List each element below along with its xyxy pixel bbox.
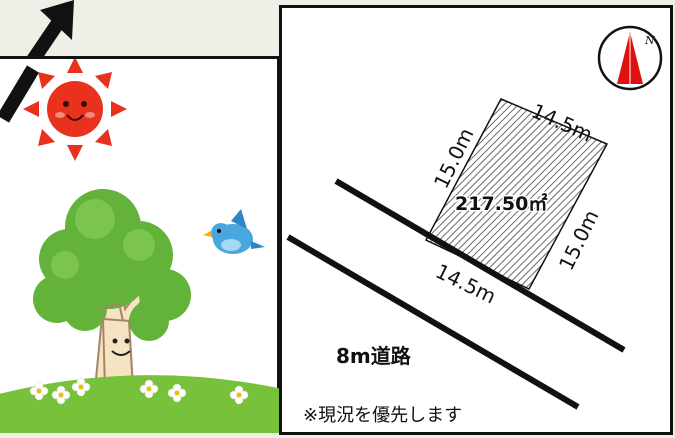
arrow-icon [0,65,40,123]
note-label: ※現況を優先します [303,405,463,426]
map-strip [0,0,280,56]
tree-icon [33,189,191,390]
road-edge-upper [334,178,626,353]
compass-letter: N [644,34,655,47]
illustration-canvas [0,59,283,433]
road-edge-lower [286,234,580,410]
lot-parcel [424,98,609,290]
sun-icon [23,59,127,161]
compass-icon: N [597,25,663,91]
area-label: 217.50㎡ [455,192,547,215]
illustration-panel [0,56,283,433]
flower-icon [29,377,249,405]
bird-icon [203,209,265,254]
arrow-icon [27,0,74,56]
grass-icon [0,375,283,433]
road-label: 8m道路 [336,344,411,368]
